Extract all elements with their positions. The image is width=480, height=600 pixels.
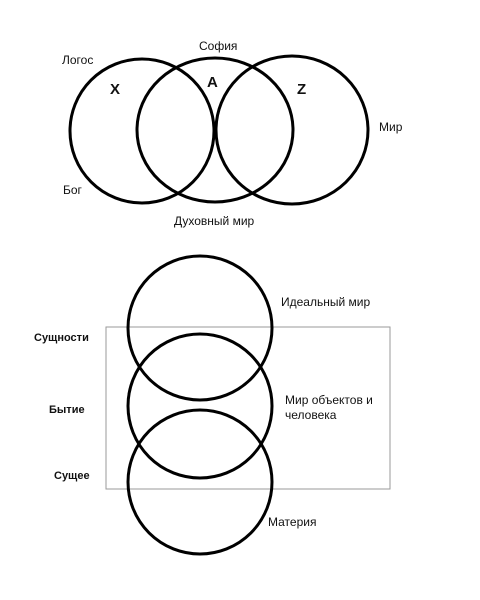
circle-objects-world <box>126 332 274 480</box>
marker-a: A <box>207 74 218 91</box>
label-spiritual-world: Духовный мир <box>174 214 255 228</box>
marker-z: Z <box>297 81 306 98</box>
circle-matter <box>126 408 274 556</box>
label-ideal-world: Идеальный мир <box>281 295 370 309</box>
side-label-being: Бытие <box>49 404 85 416</box>
circle-ideal-world <box>126 254 274 402</box>
bottom-venn-diagram: Идеальный мир Мир объектов и человека Ма… <box>34 254 391 556</box>
marker-x: X <box>110 81 120 98</box>
label-logos: Логос <box>62 53 93 67</box>
label-objects-world-line2: человека <box>285 408 337 422</box>
top-venn-diagram: Логос София Бог Мир Духовный мир X A Z <box>62 39 403 228</box>
side-label-existent: Сущее <box>54 470 90 482</box>
label-world: Мир <box>379 120 403 134</box>
side-label-essences: Сущности <box>34 332 89 344</box>
circle-mir <box>214 54 370 206</box>
label-matter: Материя <box>268 515 316 529</box>
circle-logos-god <box>68 57 216 205</box>
frame-rectangle <box>105 326 391 490</box>
label-god: Бог <box>63 183 83 197</box>
circle-sofia <box>135 56 295 204</box>
label-objects-world-line1: Мир объектов и <box>285 393 373 407</box>
label-sofia: София <box>199 39 237 53</box>
